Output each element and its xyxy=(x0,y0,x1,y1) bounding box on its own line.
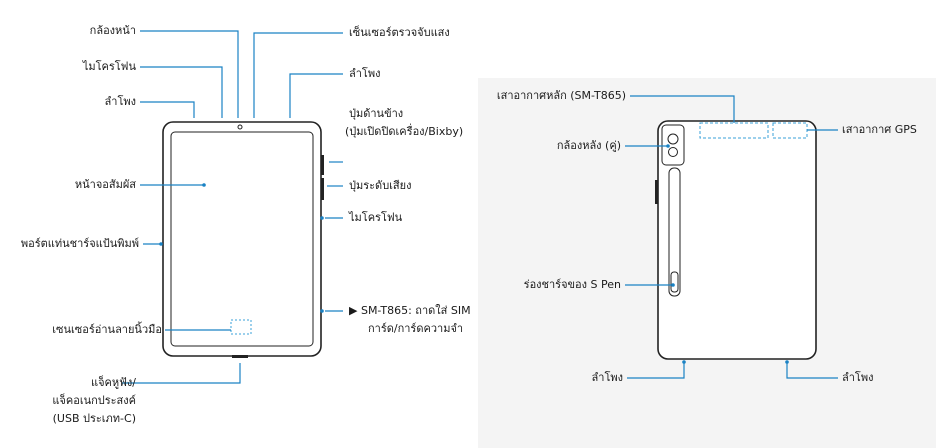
leader-speaker-right xyxy=(289,73,343,118)
rear-camera-lens-2 xyxy=(668,147,678,157)
label-speaker-left: ลำโพง xyxy=(104,95,136,108)
label-side-key-2: (ปุ่มเปิดปิดเครื่อง/Bixby) xyxy=(345,125,464,138)
leader-earphone xyxy=(122,363,241,384)
front-screen xyxy=(170,131,314,347)
leader-light-sensor xyxy=(253,32,343,118)
front-camera-lens xyxy=(237,124,243,130)
label-mic-top: ไมโครโฟน xyxy=(82,60,136,73)
label-front-camera: กล้องหน้า xyxy=(89,24,136,37)
label-side-key-1: ปุ่มด้านข้าง xyxy=(349,107,404,120)
label-rear-camera: กล้องหลัง (คู่) xyxy=(556,139,621,152)
main-antenna-area xyxy=(699,122,769,139)
label-mic-side: ไมโครโฟน xyxy=(349,211,403,224)
label-earphone-1: แจ็คหูฟัง/ xyxy=(90,376,136,389)
label-keyboard-port: พอร์ตแท่นชาร์จแป้นพิมพ์ xyxy=(20,237,139,250)
leader-speaker-br xyxy=(786,362,838,379)
back-side-button xyxy=(655,180,658,204)
front-tablet xyxy=(162,121,324,358)
label-sim-tray-2: การ์ด/การ์ดความจำ xyxy=(368,322,464,335)
label-spen-slot: ร่องชาร์จของ S Pen xyxy=(523,278,621,291)
label-speaker-bottom-right: ลำโพง xyxy=(842,371,874,384)
leader-speaker-bl xyxy=(627,362,685,379)
bottom-port-shape xyxy=(232,355,248,358)
label-gps-antenna: เสาอากาศ GPS xyxy=(842,123,917,136)
back-tablet xyxy=(655,120,817,360)
label-light-sensor: เซ็นเซอร์ตรวจจับแสง xyxy=(349,26,450,39)
back-body-outline xyxy=(657,120,817,360)
rear-camera-lens-1 xyxy=(667,133,679,145)
label-earphone-2: แจ็คอเนกประสงค์ xyxy=(52,394,136,407)
label-earphone-3: (USB ประเภท-C) xyxy=(52,412,136,425)
label-touchscreen: หน้าจอสัมผัส xyxy=(74,178,136,191)
leader-front-camera xyxy=(140,30,239,118)
volume-key-shape xyxy=(321,178,324,200)
label-sim-tray-1: ▶ SM-T865: ถาดใส่ SIM xyxy=(349,304,471,317)
label-speaker-right: ลำโพง xyxy=(349,67,381,80)
side-key-shape xyxy=(321,155,324,175)
label-fingerprint: เซนเซอร์อ่านลายนิ้วมือ xyxy=(52,323,162,336)
label-main-antenna: เสาอากาศหลัก (SM-T865) xyxy=(496,89,626,102)
label-speaker-bottom-left: ลำโพง xyxy=(591,371,623,384)
spen-groove xyxy=(668,167,681,297)
leader-mic-top xyxy=(140,66,223,118)
leader-main-antenna xyxy=(630,95,735,123)
label-volume-key: ปุ่มระดับเสียง xyxy=(349,179,412,192)
fingerprint-area xyxy=(230,319,252,335)
spen-charge-area xyxy=(670,271,679,293)
rear-camera-module xyxy=(661,124,685,166)
leader-speaker-left xyxy=(140,101,195,118)
